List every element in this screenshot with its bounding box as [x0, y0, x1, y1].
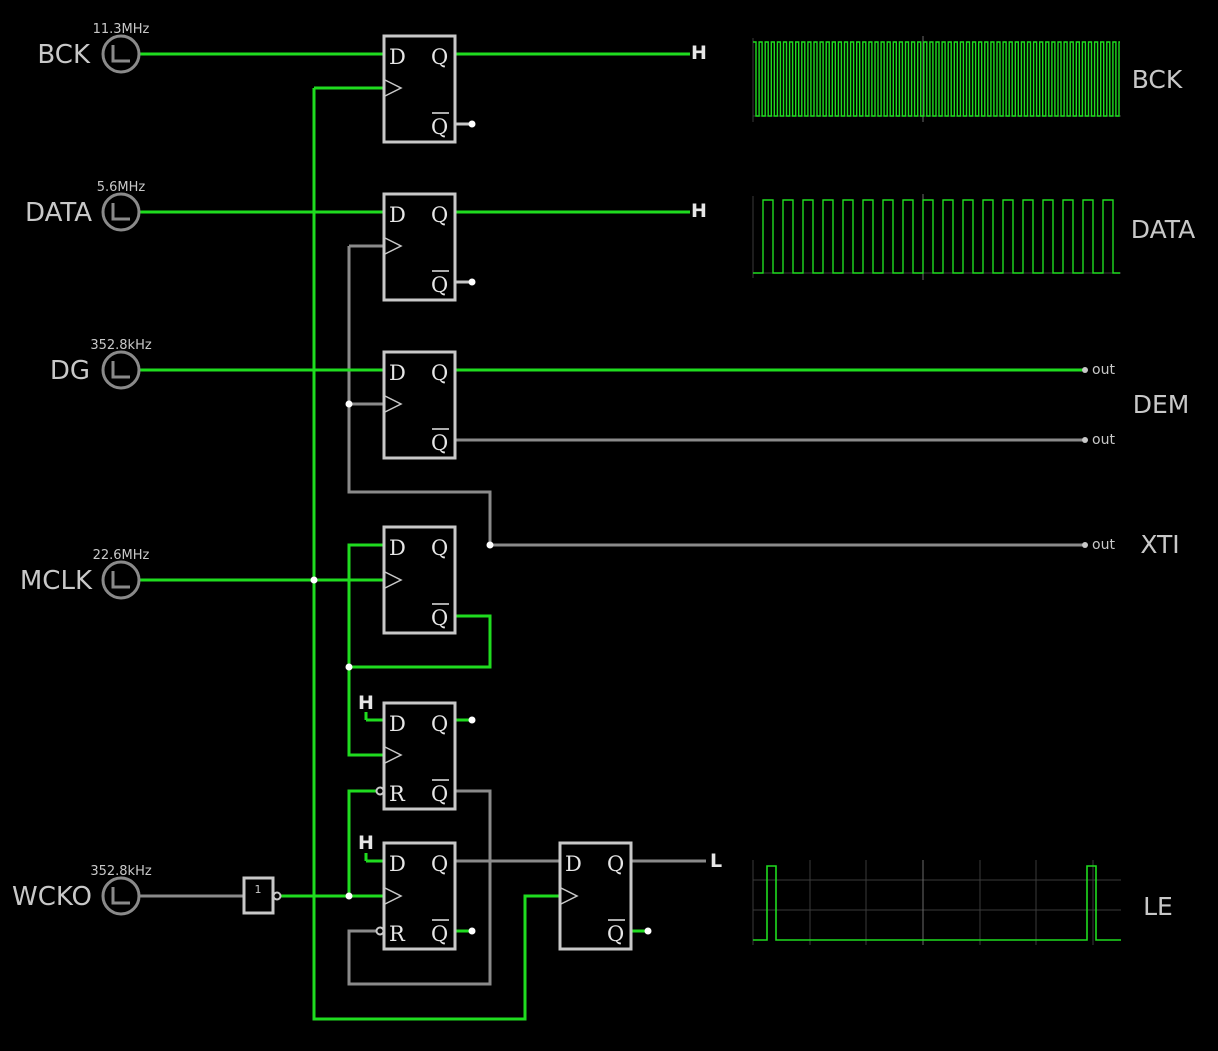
- output-terminal-label: out: [1092, 537, 1115, 553]
- inversion-bubble-icon: [272, 891, 282, 901]
- pin-d-label: D: [389, 45, 406, 69]
- clock-source-dg[interactable]: DG 352.8kHz: [50, 338, 152, 390]
- active-wires: [140, 52, 1085, 1021]
- clock-frequency: 22.6MHz: [93, 548, 150, 563]
- clock-frequency: 11.3MHz: [93, 22, 150, 37]
- output-terminal-label: out: [1092, 362, 1115, 378]
- clock-input-icon: [384, 887, 403, 905]
- pin-d-label: D: [389, 852, 406, 876]
- flip-flop-7[interactable]: D Q Q: [558, 841, 633, 951]
- clock-input-icon: [384, 571, 403, 589]
- scope-label: LE: [1143, 892, 1173, 921]
- logic-probe-le: L: [710, 850, 722, 872]
- clock-label: MCLK: [20, 566, 93, 596]
- waveform-trace: [753, 41, 1120, 117]
- scope-data[interactable]: DATA: [752, 194, 1195, 280]
- pin-q-label: Q: [431, 712, 448, 736]
- clock-icon: [101, 350, 141, 390]
- constant-high-1: H: [358, 692, 374, 714]
- reset-bubble-icon: [375, 926, 385, 936]
- inverter-label: 1: [255, 883, 262, 896]
- clock-source-mclk[interactable]: MCLK 22.6MHz: [20, 548, 150, 600]
- clock-icon: [101, 34, 141, 74]
- junction-dots: [310, 120, 652, 935]
- pin-qbar-label: Q: [431, 782, 448, 806]
- clock-source-bck[interactable]: BCK 11.3MHz: [37, 22, 150, 74]
- scope-label: DATA: [1131, 215, 1195, 244]
- pin-d-label: D: [389, 361, 406, 385]
- logic-probe-data: H: [691, 200, 707, 222]
- clock-frequency: 352.8kHz: [90, 864, 152, 879]
- scope-grid: [752, 194, 1121, 280]
- scope-le[interactable]: LE: [752, 860, 1173, 945]
- pin-q-label: Q: [431, 852, 448, 876]
- flip-flop-3[interactable]: D Q Q: [382, 350, 457, 460]
- pin-r-label: R: [389, 782, 406, 806]
- clock-label: DATA: [25, 198, 92, 228]
- waveform-trace: [753, 199, 1120, 274]
- clock-input-icon: [384, 79, 403, 97]
- clock-icon: [101, 876, 141, 916]
- scope-label: BCK: [1132, 65, 1183, 94]
- clock-frequency: 352.8kHz: [90, 338, 152, 353]
- pin-q-label: Q: [431, 536, 448, 560]
- pin-q-label: Q: [607, 852, 624, 876]
- clock-input-icon: [384, 746, 403, 764]
- clock-input-icon: [560, 887, 579, 905]
- output-terminals: [1082, 367, 1088, 548]
- clock-label: WCKO: [12, 882, 92, 912]
- pin-qbar-label: Q: [431, 606, 448, 630]
- clock-icon: [101, 192, 141, 232]
- pin-q-label: Q: [431, 361, 448, 385]
- clock-label: DG: [50, 356, 90, 386]
- logic-probe-bck: H: [691, 42, 707, 64]
- clock-source-data[interactable]: DATA 5.6MHz: [25, 180, 146, 232]
- flip-flop-1[interactable]: D Q Q: [382, 34, 457, 144]
- pin-qbar-label: Q: [431, 431, 448, 455]
- pin-qbar-label: Q: [431, 115, 448, 139]
- output-terminal-label: out: [1092, 432, 1115, 448]
- flip-flop-4[interactable]: D Q Q: [382, 525, 457, 635]
- waveform-trace: [753, 865, 1121, 941]
- pin-d-label: D: [389, 203, 406, 227]
- clock-label: BCK: [37, 40, 91, 70]
- pin-d-label: D: [389, 536, 406, 560]
- scope-grid: [752, 860, 1121, 945]
- scope-bck[interactable]: BCK: [752, 36, 1183, 122]
- qbar-stubs: [455, 122, 472, 284]
- clock-input-icon: [384, 237, 403, 255]
- flip-flop-2[interactable]: D Q Q: [382, 192, 457, 302]
- flip-flop-6[interactable]: D Q R Q: [375, 841, 457, 951]
- constant-high-2: H: [358, 832, 374, 854]
- inverter-gate[interactable]: 1: [242, 876, 282, 915]
- pin-q-label: Q: [431, 45, 448, 69]
- pin-d-label: D: [389, 712, 406, 736]
- pin-d-label: D: [565, 852, 582, 876]
- pin-q-label: Q: [431, 203, 448, 227]
- output-label-xti: XTI: [1140, 530, 1179, 559]
- flip-flop-5[interactable]: D Q R Q: [375, 701, 457, 811]
- pin-qbar-label: Q: [431, 922, 448, 946]
- clock-input-icon: [384, 395, 403, 413]
- output-label-dem: DEM: [1133, 390, 1190, 419]
- clock-frequency: 5.6MHz: [97, 180, 146, 195]
- reset-bubble-icon: [375, 786, 385, 796]
- pin-r-label: R: [389, 922, 406, 946]
- clock-source-wcko[interactable]: WCKO 352.8kHz: [12, 864, 152, 916]
- pin-qbar-label: Q: [607, 922, 624, 946]
- clock-icon: [101, 560, 141, 600]
- pin-qbar-label: Q: [431, 273, 448, 297]
- inactive-wires: [140, 244, 1085, 986]
